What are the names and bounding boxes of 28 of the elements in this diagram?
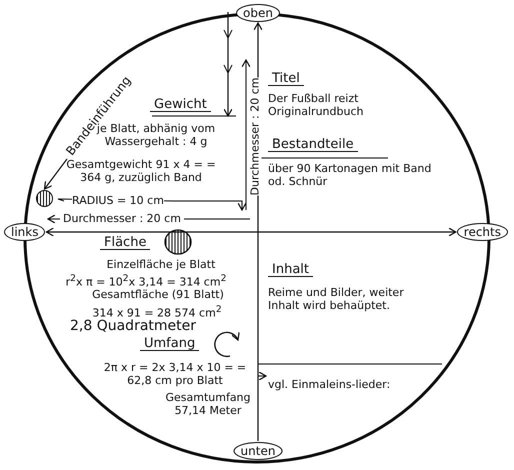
direction-label: links bbox=[4, 223, 46, 241]
heading: Fläche bbox=[100, 236, 150, 250]
area-text: Einzelfläche je Blatt bbox=[106, 258, 216, 271]
heading: Bestandteile bbox=[268, 138, 358, 152]
axis-arrow bbox=[46, 227, 456, 237]
radius-text: RADIUS = 10 cm bbox=[72, 194, 164, 207]
heading: Umfang bbox=[140, 337, 200, 351]
direction-label: rechts bbox=[456, 223, 508, 241]
hole-marker bbox=[36, 190, 53, 207]
heading: Titel bbox=[268, 72, 304, 86]
title-text: Der Fußball reizt Originalrundbuch bbox=[268, 92, 364, 118]
content-text: Reime und Bilder, weiter Inhalt wird behaüptet. bbox=[268, 286, 405, 312]
formula-text: 2π x r = 2x 3,14 x 10 = = 62,8 cm pro Blatt bbox=[102, 361, 248, 387]
direction-label: unten bbox=[234, 442, 282, 460]
direction-label: oben bbox=[236, 4, 280, 22]
reference-text: vgl. Einmaleins-lieder: bbox=[268, 378, 392, 391]
formula-text: r$^{2}$x π = 10$^{2}$x 3,14 = 314 cm$^{2}$ bbox=[64, 272, 228, 289]
weight-text: Gesamtgewicht 91 x 4 = = 364 g, zuzüglich Band bbox=[65, 158, 217, 184]
heading: Inhalt bbox=[268, 263, 313, 277]
area-text: Gesamtfläche (91 Blatt) bbox=[91, 288, 225, 301]
dimension-text: Durchmesser : 20 cm bbox=[248, 78, 262, 196]
result-text: 2,8 Quadratmeter bbox=[70, 320, 198, 333]
heading: Gewicht bbox=[150, 98, 211, 112]
dimension-text: Durchmesser : 20 cm bbox=[60, 212, 184, 225]
leader-line bbox=[44, 158, 68, 190]
parts-text: über 90 Kartonagen mit Band od. Schnür bbox=[268, 162, 432, 188]
formula-text: 314 x 91 = 28 574 cm$^{2}$ bbox=[92, 303, 223, 320]
circumference-text: Gesamtumfang 57,14 Meter bbox=[164, 391, 252, 417]
